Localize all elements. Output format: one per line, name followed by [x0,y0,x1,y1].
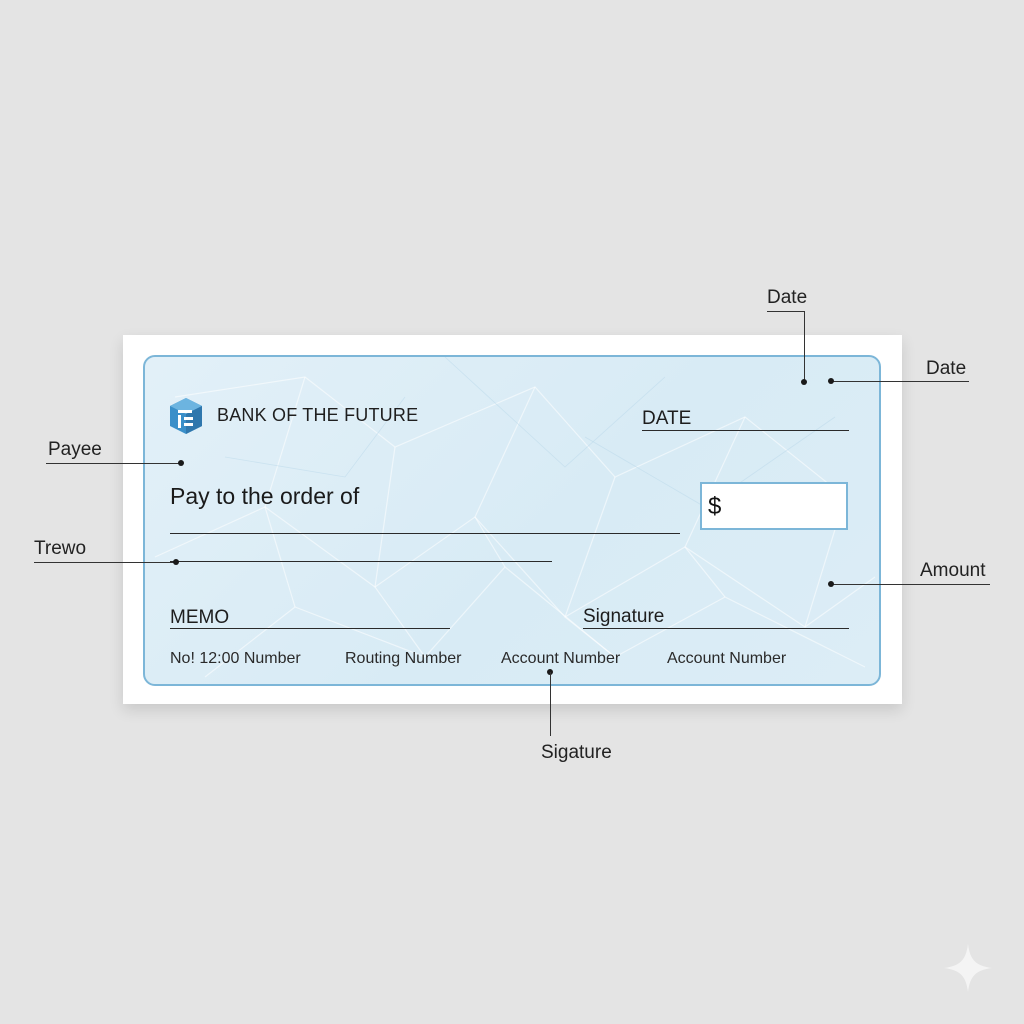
dollar-sign: $ [708,493,722,520]
callout-sigature: Sigature [541,742,612,763]
callout-date-right: Date [926,358,967,379]
callout-payee-line [46,463,181,464]
signature-line[interactable] [583,628,849,629]
sparkle-icon [944,944,992,992]
micr-check-number: No! 12:00 Number [170,650,301,667]
callout-payee: Payee [48,439,102,460]
bank-logo-icon [170,398,202,434]
security-pattern [154,357,876,678]
callout-date-top-dot [801,379,807,385]
written-amount-line[interactable] [170,561,552,562]
callout-trewo: Trewo [34,538,87,559]
date-label: DATE [642,408,692,429]
micr-routing-number: Routing Number [345,650,462,667]
micr-account-number-2: Account Number [667,650,787,667]
callout-amount: Amount [920,560,986,581]
micr-account-number: Account Number [501,650,621,667]
bank-name: BANK OF THE FUTURE [217,405,419,425]
signature-label: Signature [583,606,665,627]
callout-payee-dot [178,460,184,466]
memo-label: MEMO [170,607,230,628]
memo-line[interactable] [170,628,450,629]
callout-sigature-leader [550,672,551,736]
callout-date-right-line [831,381,969,382]
payee-line[interactable] [170,533,680,534]
callout-amount-line [831,584,990,585]
callout-amount-dot [828,581,834,587]
callout-date-top-line [767,311,805,312]
pay-to-label: Pay to the order of [170,483,360,509]
callout-date-right-dot [828,378,834,384]
callout-date-top-leader [804,311,805,382]
callout-trewo-dot [173,559,179,565]
date-line[interactable] [642,430,849,431]
callout-date-top: Date [767,287,808,308]
callout-trewo-line [34,562,176,563]
amount-box[interactable]: $ [700,482,848,530]
